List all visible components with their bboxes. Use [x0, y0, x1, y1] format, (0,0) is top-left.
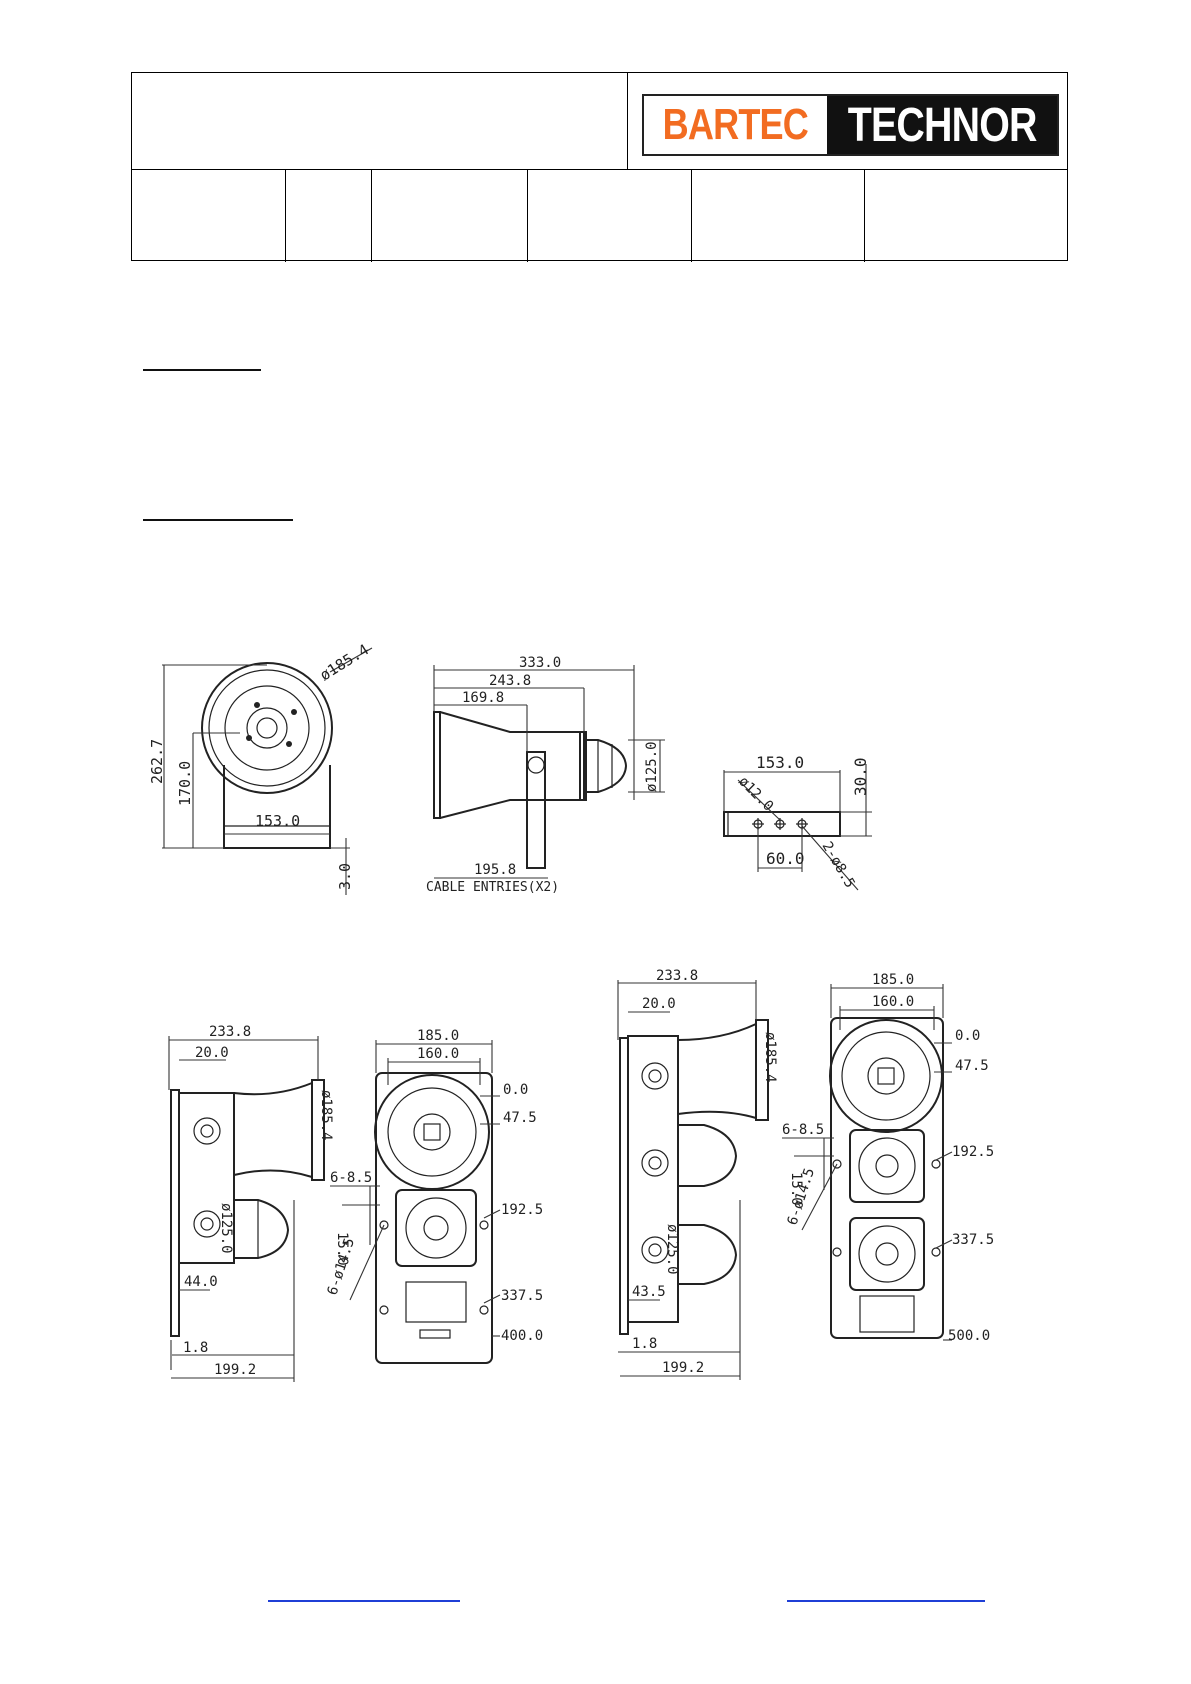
two-front-y1-label: 47.5 [503, 1110, 537, 1126]
header-cell-divider-4 [691, 169, 692, 262]
header-col-divider [627, 73, 628, 169]
side-diameter-label: ø125.0 [644, 741, 660, 792]
header-cell-divider-1 [285, 169, 286, 262]
two-unit-side-drawing [168, 1036, 325, 1382]
header-cell-divider-3 [527, 169, 528, 262]
three-side-plate-label: 1.8 [632, 1336, 657, 1352]
cable-entries-label: CABLE ENTRIES(X2) [426, 880, 559, 895]
three-side-depth-label: 199.2 [662, 1360, 704, 1376]
company-logo: BARTEC TECHNOR [642, 94, 1059, 156]
two-front-y2-label: 192.5 [501, 1202, 543, 1218]
two-side-width-label: 233.8 [209, 1024, 251, 1040]
footer-link-2[interactable] [787, 1600, 985, 1602]
three-front-mount-label: 6-8.5 [782, 1122, 824, 1138]
front-axis-height-label: 170.0 [176, 761, 194, 806]
three-side-diameter2-label: ø125.0 [664, 1224, 680, 1275]
three-front-spacing-label: 15.0 [788, 1172, 804, 1206]
logo-brand-left: BARTEC [662, 100, 809, 149]
front-diameter-label: ø185.4 [317, 640, 372, 684]
three-front-outer-width-label: 185.0 [872, 972, 914, 988]
three-front-inner-width-label: 160.0 [872, 994, 914, 1010]
three-front-y3-label: 337.5 [952, 1232, 994, 1248]
bracket-hole-label: ø12.0 [735, 774, 776, 815]
side-length-1-label: 333.0 [519, 655, 561, 671]
bracket-height-label: 30.0 [851, 757, 870, 796]
side-length-2-label: 243.8 [489, 673, 531, 689]
three-front-y4-label: 500.0 [948, 1328, 990, 1344]
two-front-mount-label: 6-8.5 [330, 1170, 372, 1186]
two-front-outer-width-label: 185.0 [417, 1028, 459, 1044]
two-front-spacing-label: 15.0 [334, 1232, 350, 1266]
logo-brand-right: TECHNOR [847, 98, 1037, 152]
two-side-plate-label: 1.8 [183, 1340, 208, 1356]
two-side-diameter-label: ø185.4 [318, 1090, 334, 1141]
three-side-diameter-label: ø185.4 [762, 1032, 778, 1083]
side-length-3-label: 169.8 [462, 690, 504, 706]
three-unit-side-drawing [617, 980, 769, 1380]
logo-brand-right-panel: TECHNOR [826, 96, 1057, 154]
two-front-inner-width-label: 160.0 [417, 1046, 459, 1062]
side-length-4-label: 195.8 [474, 862, 516, 878]
three-unit-front-drawing [782, 984, 953, 1341]
two-side-offset-label: 44.0 [184, 1274, 218, 1290]
two-front-y3-label: 337.5 [501, 1288, 543, 1304]
side-view-drawing [433, 665, 665, 879]
three-side-offset-label: 43.5 [632, 1284, 666, 1300]
bracket-width-label: 153.0 [756, 753, 804, 772]
front-base-thickness-label: 3.0 [336, 863, 354, 890]
front-base-width-label: 153.0 [255, 812, 300, 830]
two-front-holes-label: 6-ø14.5 [325, 1236, 358, 1297]
two-front-y4-label: 400.0 [501, 1328, 543, 1344]
header-table [131, 72, 1068, 262]
footer-link-1[interactable] [268, 1600, 460, 1602]
three-front-y2-label: 192.5 [952, 1144, 994, 1160]
front-view-drawing [162, 647, 373, 895]
two-side-diameter2-label: ø125.0 [218, 1203, 234, 1254]
three-front-y1-label: 47.5 [955, 1058, 989, 1074]
two-front-y0-label: 0.0 [503, 1082, 528, 1098]
bracket-holes-label: 2-ø8.5 [819, 839, 858, 891]
two-unit-front-drawing [330, 1040, 501, 1364]
three-side-width-label: 233.8 [656, 968, 698, 984]
front-height-total-label: 262.7 [148, 739, 166, 784]
three-front-y0-label: 0.0 [955, 1028, 980, 1044]
bracket-drawing [723, 764, 872, 891]
header-cell-divider-2 [371, 169, 372, 262]
section-heading-underline-1 [143, 369, 261, 371]
two-side-inset-label: 20.0 [195, 1045, 229, 1061]
bracket-spacing-label: 60.0 [766, 849, 805, 868]
two-side-depth-label: 199.2 [214, 1362, 256, 1378]
section-heading-underline-2 [143, 519, 293, 521]
three-side-inset-label: 20.0 [642, 996, 676, 1012]
header-row-divider [132, 169, 1067, 170]
header-cell-divider-5 [864, 169, 865, 262]
